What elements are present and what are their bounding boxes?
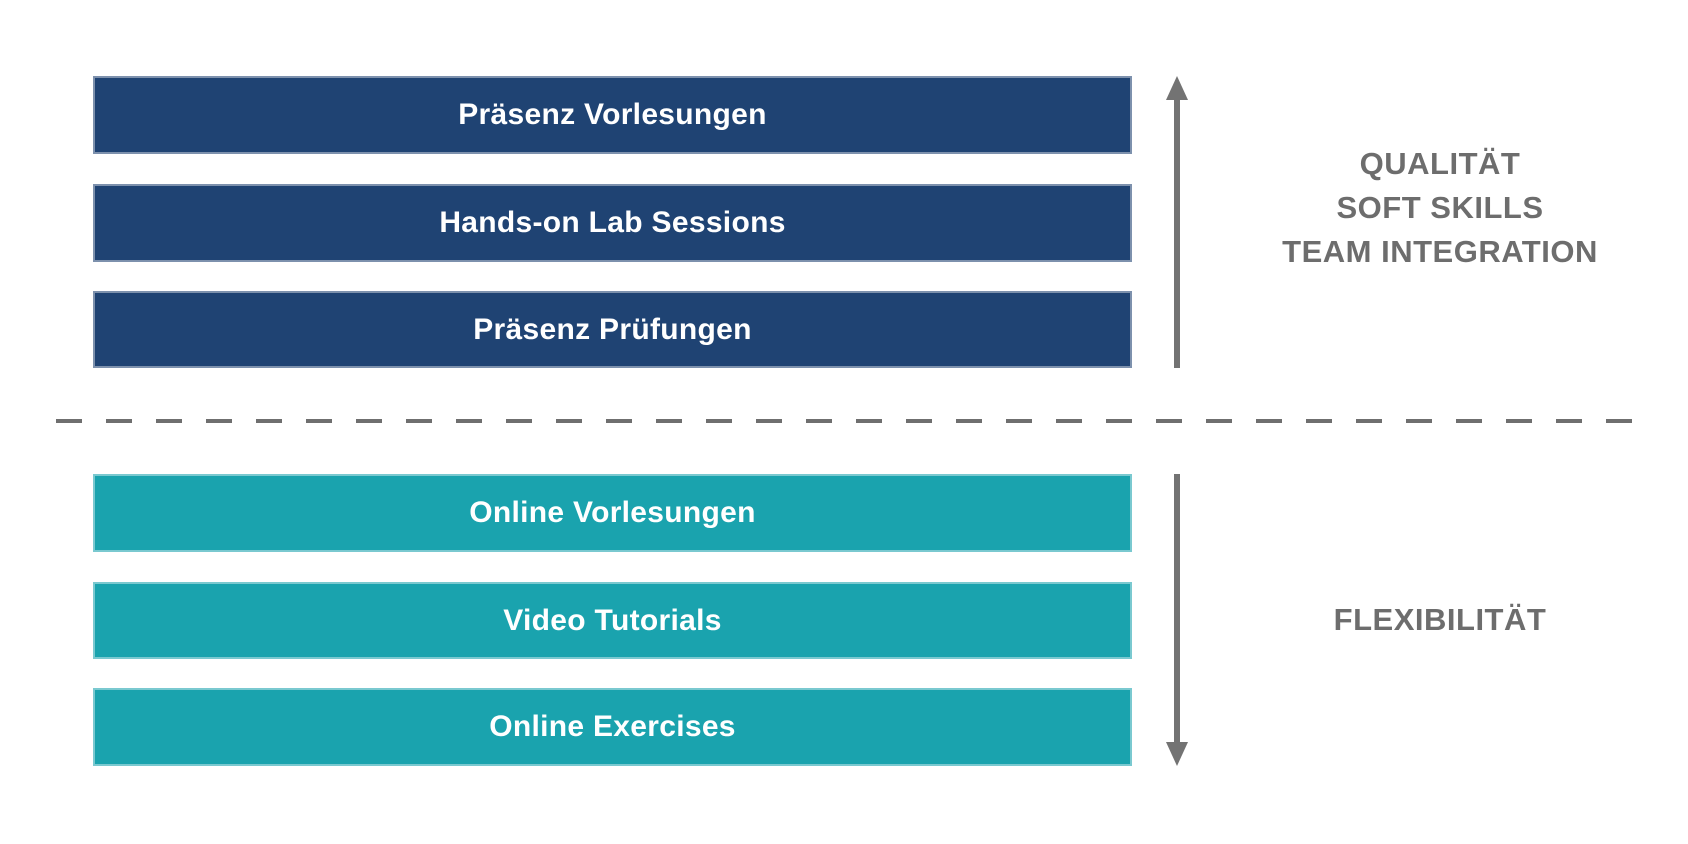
bar-praesenz-vorlesungen: Präsenz Vorlesungen xyxy=(93,76,1132,154)
dashed-divider-line xyxy=(56,419,1634,423)
bar-label: Präsenz Prüfungen xyxy=(473,312,752,346)
bar-praesenz-pruefungen: Präsenz Prüfungen xyxy=(93,291,1132,368)
up-arrow-line xyxy=(1174,98,1180,368)
bar-hands-on-lab-sessions: Hands-on Lab Sessions xyxy=(93,184,1132,262)
bar-label: Video Tutorials xyxy=(503,603,722,637)
quality-label-line: TEAM INTEGRATION xyxy=(1282,234,1598,269)
down-arrow-line xyxy=(1174,474,1180,742)
up-arrow-icon xyxy=(1166,76,1188,100)
bar-label: Präsenz Vorlesungen xyxy=(458,98,767,131)
flexibility-side-label: FLEXIBILITÄT xyxy=(1180,601,1688,639)
flexibility-label-line: FLEXIBILITÄT xyxy=(1333,602,1547,637)
quality-side-label: QUALITÄT SOFT SKILLS TEAM INTEGRATION xyxy=(1180,142,1688,274)
bar-label: Online Vorlesungen xyxy=(469,496,756,529)
down-arrow-icon xyxy=(1166,742,1188,766)
bar-online-vorlesungen: Online Vorlesungen xyxy=(93,474,1132,552)
quality-label-line: SOFT SKILLS xyxy=(1336,190,1544,225)
bar-video-tutorials: Video Tutorials xyxy=(93,582,1132,659)
bar-label: Online Exercises xyxy=(489,710,736,743)
quality-label-line: QUALITÄT xyxy=(1359,146,1521,181)
bar-online-exercises: Online Exercises xyxy=(93,688,1132,766)
bar-label: Hands-on Lab Sessions xyxy=(439,206,786,239)
